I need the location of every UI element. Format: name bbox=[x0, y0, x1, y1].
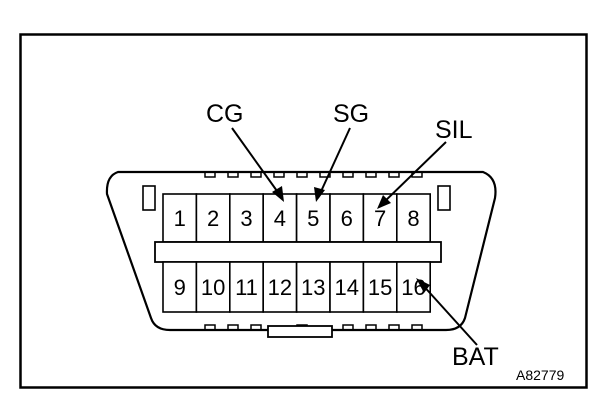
pin-number-14: 14 bbox=[334, 275, 358, 300]
pin-number-8: 8 bbox=[407, 206, 419, 231]
leader-bat bbox=[419, 281, 478, 346]
pin-cell-4 bbox=[262, 193, 298, 243]
pin-number-5: 5 bbox=[307, 206, 319, 231]
pin-number-1: 1 bbox=[174, 206, 186, 231]
leader-sil bbox=[379, 141, 447, 207]
pin-number-13: 13 bbox=[301, 275, 325, 300]
callout-leaders bbox=[231, 127, 478, 346]
connector-housing bbox=[105, 170, 497, 338]
latch-slot-right bbox=[437, 185, 451, 211]
pin-cell-15 bbox=[362, 261, 398, 313]
leader-sg bbox=[317, 127, 351, 199]
pin-cell-12 bbox=[262, 261, 298, 313]
housing-bottom-teeth bbox=[204, 324, 423, 330]
figure-frame bbox=[19, 33, 588, 389]
pin-number-6: 6 bbox=[341, 206, 353, 231]
pin-cell-3 bbox=[229, 193, 265, 243]
arrowhead-sg bbox=[314, 187, 325, 202]
pin-cell-14 bbox=[329, 261, 365, 313]
leader-cg bbox=[231, 127, 283, 199]
housing-top-teeth bbox=[204, 172, 423, 178]
arrowhead-cg bbox=[272, 186, 284, 202]
figure-id-label: A82779 bbox=[516, 367, 564, 383]
connector-key-tab bbox=[267, 325, 333, 338]
callout-label-bat: BAT bbox=[452, 343, 499, 371]
pin-cell-8 bbox=[395, 193, 431, 243]
pin-number-12: 12 bbox=[268, 275, 292, 300]
row-divider-band bbox=[154, 241, 442, 263]
pin-cell-1 bbox=[162, 193, 198, 243]
pin-number-15: 15 bbox=[368, 275, 392, 300]
callout-label-sg: SG bbox=[333, 100, 369, 128]
callout-label-sil: SIL bbox=[435, 116, 473, 144]
pin-cell-11 bbox=[229, 261, 265, 313]
pin-cell-9 bbox=[162, 261, 198, 313]
arrowhead-sil bbox=[377, 195, 391, 209]
pin-number-11: 11 bbox=[235, 275, 258, 300]
pin-number-4: 4 bbox=[274, 206, 286, 231]
pin-number-10: 10 bbox=[201, 275, 225, 300]
pin-number-7: 7 bbox=[374, 206, 386, 231]
latch-slot-left bbox=[142, 185, 156, 211]
pin-number-2: 2 bbox=[207, 206, 219, 231]
callout-arrowheads bbox=[272, 186, 430, 293]
arrowhead-bat bbox=[416, 278, 430, 293]
pin-number-3: 3 bbox=[240, 206, 252, 231]
pin-number-9: 9 bbox=[174, 275, 186, 300]
callout-label-cg: CG bbox=[206, 100, 244, 128]
